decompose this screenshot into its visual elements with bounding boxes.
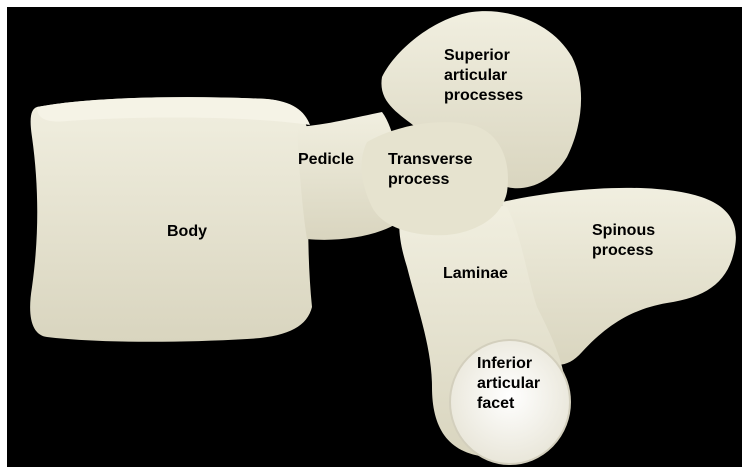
- figure-frame: Body Pedicle Transverse process Superior…: [7, 7, 742, 467]
- transverse-process-label: Transverse process: [388, 150, 473, 190]
- pedicle-label: Pedicle: [298, 150, 354, 170]
- body-label: Body: [167, 222, 207, 242]
- spinous-process-label: Spinous process: [592, 221, 655, 261]
- laminae-label: Laminae: [443, 264, 508, 284]
- superior-articular-processes-label: Superior articular processes: [444, 46, 523, 106]
- vertebral-body-shape: [30, 97, 312, 342]
- inferior-articular-facet-label: Inferior articular facet: [477, 354, 540, 414]
